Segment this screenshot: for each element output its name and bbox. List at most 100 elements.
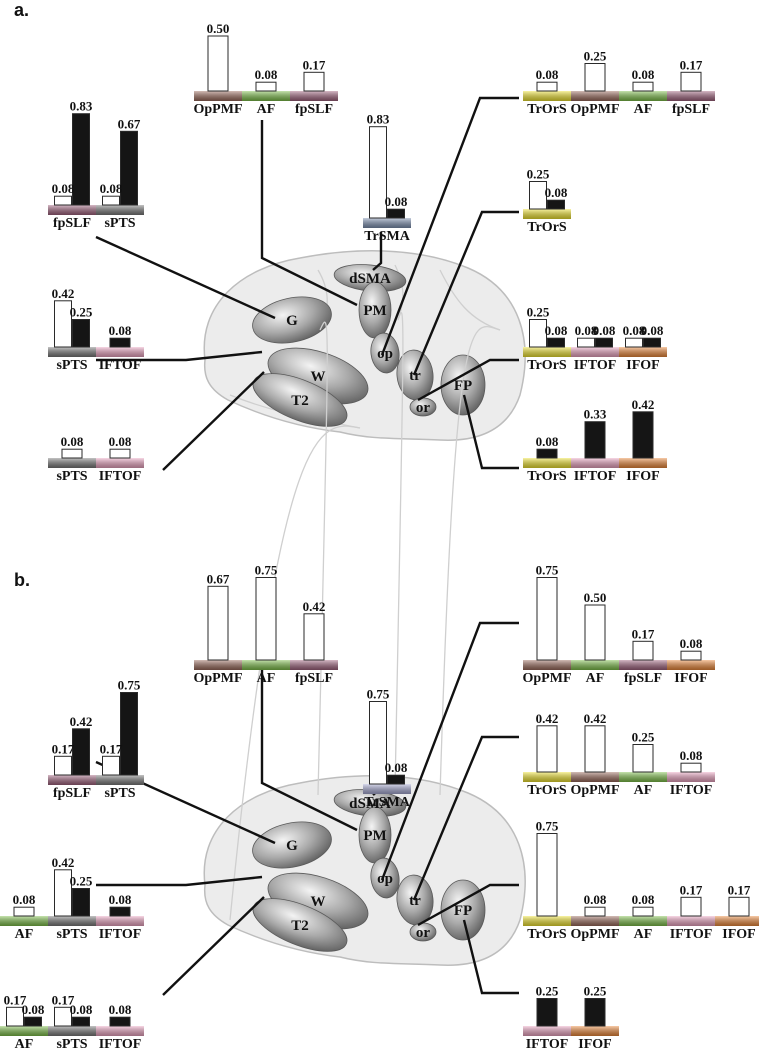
tract-bar: [207, 585, 229, 661]
value-label: 0.42: [584, 711, 607, 726]
tract-bar: [584, 906, 606, 917]
tract-label: fpSLF: [295, 102, 333, 117]
tract-label: OpPMF: [571, 102, 620, 117]
tract-label: IFTOF: [574, 469, 617, 484]
tract-label: TrSMA: [364, 795, 411, 810]
value-label: 0.08: [255, 67, 278, 82]
value-label: 0.83: [367, 112, 390, 127]
tract-label: fpSLF: [295, 671, 333, 686]
tract-bar: [109, 337, 131, 348]
tract-label: fpSLF: [672, 102, 710, 117]
tract-label: OpPMF: [523, 671, 572, 686]
tract-label: sPTS: [104, 216, 135, 231]
tract-bar: [536, 725, 558, 773]
value-label: 0.08: [641, 323, 664, 338]
tract-label: IFOF: [722, 927, 755, 942]
tract-label: TrOrS: [527, 102, 567, 117]
tract-label: IFOF: [626, 358, 659, 373]
value-label: 0.17: [4, 992, 27, 1007]
tract-label: TrSMA: [364, 229, 411, 244]
value-label: 0.42: [536, 711, 559, 726]
region-label-or: or: [416, 925, 431, 941]
value-label: 0.50: [584, 590, 607, 605]
value-label: 0.08: [593, 323, 616, 338]
tract-label: AF: [257, 102, 276, 117]
tract-bar: [102, 755, 120, 776]
tract-label: IFTOF: [670, 927, 713, 942]
tract-group-a-dsma-top: [194, 35, 338, 101]
tract-group-a-or: [523, 319, 667, 357]
tract-bar: [369, 701, 387, 785]
tract-bar: [54, 755, 72, 776]
tract-group-b-T2: [0, 1006, 144, 1036]
tract-bar: [54, 300, 72, 348]
region-label-dsma: dSMA: [349, 796, 391, 812]
tract-bar: [595, 337, 613, 348]
gyrus-op-1: [370, 857, 400, 899]
tract-group-b-W: [0, 869, 144, 926]
tract-bar: [72, 728, 90, 776]
value-label: 0.17: [728, 882, 751, 897]
tract-bar: [728, 896, 750, 917]
value-label: 0.08: [680, 748, 703, 763]
value-label: 0.42: [632, 397, 655, 412]
tract-label: TrOrS: [527, 469, 567, 484]
value-label: 0.67: [118, 116, 141, 131]
tract-bar: [24, 1016, 42, 1027]
tract-bar: [61, 448, 83, 459]
tract-bar: [584, 421, 606, 459]
value-label: 0.25: [584, 984, 607, 999]
region-label-pm: PM: [363, 303, 386, 319]
region-label-w: W: [311, 369, 326, 385]
tract-label: TrOrS: [527, 927, 567, 942]
value-label: 0.42: [52, 286, 75, 301]
value-label: 0.75: [118, 678, 141, 693]
tract-group-b-FP: [523, 998, 619, 1036]
tract-bar: [72, 1016, 90, 1027]
tract-label: sPTS: [104, 786, 135, 801]
region-label-g: G: [286, 838, 298, 854]
value-label: 0.08: [22, 1002, 45, 1017]
tract-label: sPTS: [56, 358, 87, 373]
value-label: 0.08: [536, 67, 559, 82]
tract-group-a-G: [48, 113, 144, 215]
tract-group-a-tr: [523, 181, 571, 219]
region-label-op: op: [377, 871, 393, 887]
tract-bar: [303, 613, 325, 661]
connector-line: [260, 645, 358, 832]
tract-bar: [632, 744, 654, 773]
tract-bar: [547, 199, 565, 210]
value-label: 0.17: [100, 741, 123, 756]
tract-label: AF: [634, 927, 653, 942]
tract-bar: [109, 448, 131, 459]
region-label-fp: FP: [454, 903, 472, 919]
tract-label: IFOF: [578, 1037, 611, 1050]
tract-bar: [584, 725, 606, 773]
tract-label: AF: [257, 671, 276, 686]
tract-bar: [547, 337, 565, 348]
value-label: 0.17: [632, 626, 655, 641]
tract-bar: [13, 906, 35, 917]
connector-line: [96, 350, 263, 362]
gyrus-g-1: [252, 821, 332, 869]
tract-group-a-FP: [523, 411, 667, 468]
panel-label: a.: [14, 0, 29, 20]
tract-group-b-dsma-top: [194, 577, 338, 670]
connector-line: [417, 358, 519, 402]
tract-label: OpPMF: [571, 783, 620, 798]
connector-line: [412, 210, 519, 376]
value-label: 0.25: [632, 730, 655, 745]
region-label-fp: FP: [454, 378, 472, 394]
tract-bar: [120, 692, 138, 776]
value-label: 0.25: [527, 305, 550, 320]
value-label: 0.08: [109, 434, 132, 449]
value-label: 0.17: [303, 57, 326, 72]
connector-line: [95, 235, 276, 320]
tract-label: sPTS: [56, 469, 87, 484]
tract-label: IFTOF: [99, 927, 142, 942]
tract-bar: [255, 577, 277, 661]
value-label: 0.50: [207, 21, 230, 36]
value-label: 0.08: [545, 185, 568, 200]
tract-label: IFOF: [674, 671, 707, 686]
